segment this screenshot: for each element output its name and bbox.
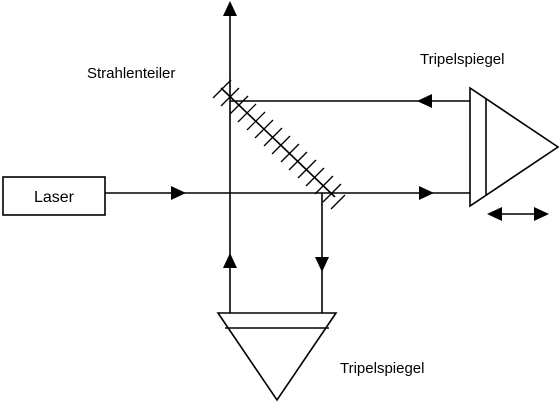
beam-splitter-label: Strahlenteiler xyxy=(87,65,175,82)
retroreflector-right-label: Tripelspiegel xyxy=(420,51,505,68)
laser-box xyxy=(2,176,106,216)
laser-label: Laser xyxy=(34,189,75,206)
beam-splitter xyxy=(212,79,346,210)
arrow-down-to-bottom-mirror xyxy=(315,257,329,272)
retroreflector-right xyxy=(469,86,560,208)
double-arrow-icon xyxy=(487,207,549,221)
arrow-left-return xyxy=(417,94,432,108)
arrow-right-beam-2 xyxy=(419,186,434,200)
retroreflector-bottom xyxy=(216,312,338,402)
arrow-up-from-bottom-mirror xyxy=(223,253,237,268)
arrow-up-output xyxy=(223,1,237,16)
arrow-right-beam-1 xyxy=(171,186,186,200)
retroreflector-bottom-label: Tripelspiegel xyxy=(340,360,425,377)
